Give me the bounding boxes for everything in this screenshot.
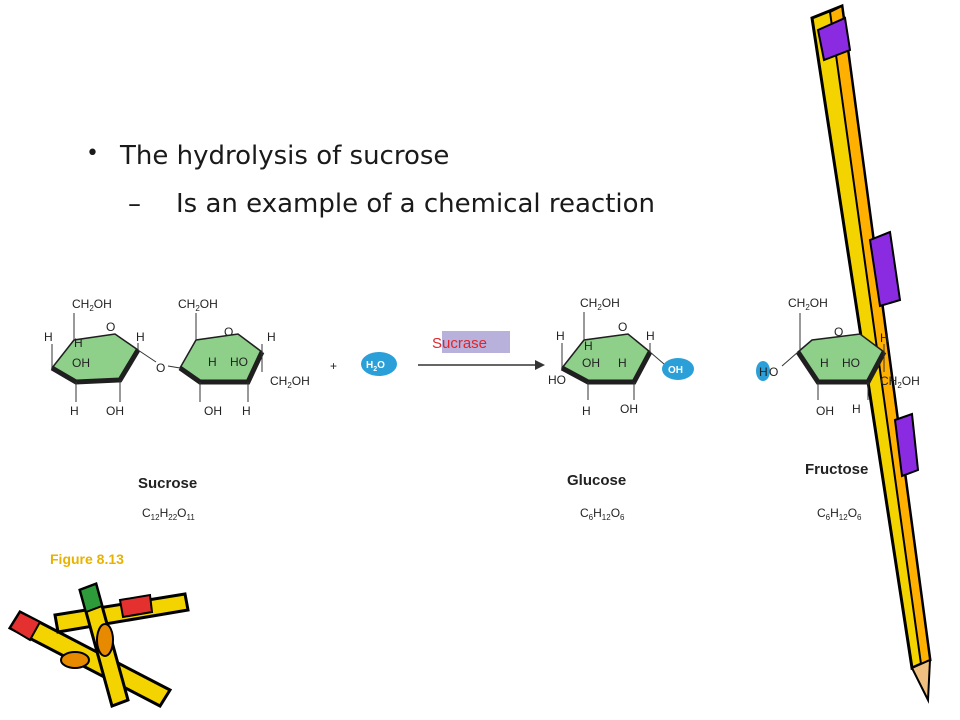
glucose-h-5: H <box>582 404 591 418</box>
enzyme-box <box>442 331 510 353</box>
sucrose-formula: C12H22O11 <box>142 506 195 522</box>
svg-text:H2O: H2O <box>366 360 385 373</box>
glucose-ring <box>560 333 653 385</box>
figure-label: Figure 8.13 <box>50 551 124 567</box>
fructose-ch2oh-1: CH2OH <box>788 296 828 312</box>
crayons-icon <box>7 582 190 708</box>
fructose-bonds <box>781 313 885 400</box>
svg-text:H: H <box>759 365 768 379</box>
reaction-arrow <box>418 360 545 370</box>
glucose-h-3: H <box>646 329 655 343</box>
glucose-h-4: H <box>618 356 627 370</box>
glucose-name: Glucose <box>567 472 626 489</box>
sucrose-ring-1 <box>50 333 141 385</box>
sucrose-oh-3: OH <box>204 404 222 418</box>
glucose-oh-2: OH <box>620 402 638 416</box>
water-badge: H2O <box>361 352 397 376</box>
sucrose-h-3: H <box>136 330 145 344</box>
glucose-bonds <box>561 312 665 400</box>
sucrose-h-6: H <box>208 355 217 369</box>
sucrose-ch2oh-1: CH2OH <box>72 297 112 313</box>
fructose-h-1: H <box>880 331 889 345</box>
svg-text:O: O <box>769 365 778 379</box>
sucrose-bridge-o: O <box>156 361 165 375</box>
fructose-o: O <box>834 325 843 339</box>
svg-text:OH: OH <box>668 365 683 376</box>
glucose-h-2: H <box>584 339 593 353</box>
fructose-name: Fructose <box>805 461 868 478</box>
glucose-oh-1: OH <box>582 356 600 370</box>
glucose-o: O <box>618 320 627 334</box>
glucose-h-1: H <box>556 329 565 343</box>
fructose-ch2oh-2: CH2OH <box>880 374 920 390</box>
fructose-h-badge: H O <box>756 361 778 381</box>
plus-sign: + <box>330 359 337 373</box>
sucrose-h-2: H <box>74 336 83 350</box>
sucrose-h-4: H <box>70 404 79 418</box>
pencil-icon <box>810 3 932 704</box>
glucose-ho: HO <box>548 373 566 387</box>
sucrose-h-5: H <box>267 330 276 344</box>
fructose-h-2: H <box>820 356 829 370</box>
sucrose-ch2oh-3: CH2OH <box>270 374 310 390</box>
sucrose-ring-2 <box>178 333 265 385</box>
enzyme-label: Sucrase <box>432 335 487 352</box>
bullet-dot: • <box>86 141 99 166</box>
bullet-dash: – <box>128 189 141 219</box>
sucrose-oh-1: OH <box>72 356 90 370</box>
sucrose-bonds <box>51 313 263 402</box>
fructose-ho: HO <box>842 356 860 370</box>
sucrose-oh-2: OH <box>106 404 124 418</box>
bullet-main-text: The hydrolysis of sucrose <box>120 141 450 171</box>
fructose-oh: OH <box>816 404 834 418</box>
sucrose-name: Sucrose <box>138 475 197 492</box>
sucrose-h-1: H <box>44 330 53 344</box>
sucrose-h-7: H <box>242 404 251 418</box>
glucose-oh-badge: OH <box>662 358 694 380</box>
sucrose-o-ring-1: O <box>106 320 115 334</box>
sucrose-ch2oh-2: CH2OH <box>178 297 218 313</box>
bullet-sub-text: Is an example of a chemical reaction <box>176 189 656 219</box>
glucose-formula: C6H12O6 <box>580 506 625 522</box>
sucrose-o-ring-2: O <box>224 325 233 339</box>
glucose-ch2oh: CH2OH <box>580 296 620 312</box>
fructose-h-3: H <box>852 402 861 416</box>
sucrose-ho: HO <box>230 355 248 369</box>
fructose-formula: C6H12O6 <box>817 506 862 522</box>
